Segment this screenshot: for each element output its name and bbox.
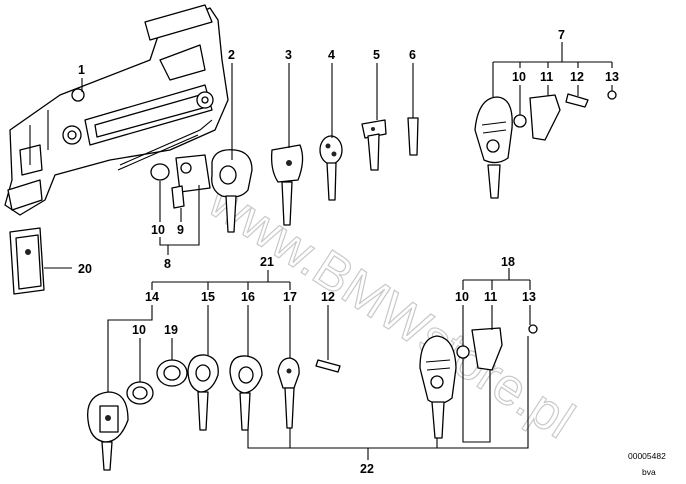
callout-2: 2: [228, 48, 235, 62]
part-20-pad: [9, 227, 45, 295]
door-handle-assembly: [4, 4, 229, 216]
callout-17: 17: [283, 290, 297, 304]
callout-12-bottom: 12: [321, 290, 335, 304]
leader-lines: [44, 42, 613, 460]
watermark: www.BMWstore.pl: [198, 171, 584, 450]
key-part-6: [407, 117, 419, 156]
callout-15: 15: [201, 290, 215, 304]
callout-19: 19: [164, 323, 178, 337]
callout-8: 8: [164, 257, 171, 271]
key-part-2: [211, 149, 253, 233]
key-part-4: [319, 135, 343, 201]
callout-22: 22: [360, 462, 374, 476]
callout-5: 5: [373, 48, 380, 62]
callout-4: 4: [328, 48, 335, 62]
drawing-number: 00005482: [628, 451, 666, 461]
callout-10-top: 10: [512, 70, 526, 84]
callout-14: 14: [145, 290, 159, 304]
callout-7: 7: [558, 28, 565, 42]
callout-10-mid: 10: [151, 223, 165, 237]
drawing-suffix: bva: [642, 467, 656, 477]
callout-10-right: 10: [455, 290, 469, 304]
callout-3: 3: [285, 48, 292, 62]
key-part-16: [229, 355, 263, 431]
callout-11-right: 11: [484, 290, 497, 304]
callout-21: 21: [260, 255, 274, 269]
callout-6: 6: [409, 48, 416, 62]
callout-13-top: 13: [605, 70, 619, 84]
key-group-18: [419, 324, 538, 439]
callout-16: 16: [241, 290, 255, 304]
callout-12-top: 12: [570, 70, 584, 84]
callout-labels: 1 2 3 4 5 6 7 10 11 12 13 10 9 8 20 21 1…: [78, 28, 666, 477]
callout-9: 9: [177, 223, 184, 237]
key-part-3: [270, 144, 304, 226]
key-group-7: [474, 90, 617, 199]
key-part-15: [187, 354, 219, 431]
key-group-14: [87, 359, 188, 471]
key-part-17: [277, 357, 300, 429]
callout-1: 1: [78, 63, 85, 77]
lock-cylinder-parts: [150, 154, 211, 209]
callout-13-right: 13: [522, 290, 536, 304]
callout-10-left: 10: [132, 323, 146, 337]
callout-11-top: 11: [540, 70, 553, 84]
callout-18: 18: [501, 255, 515, 269]
part-12-strip: [315, 359, 341, 373]
key-part-5: [361, 119, 387, 171]
callout-20: 20: [78, 262, 92, 276]
